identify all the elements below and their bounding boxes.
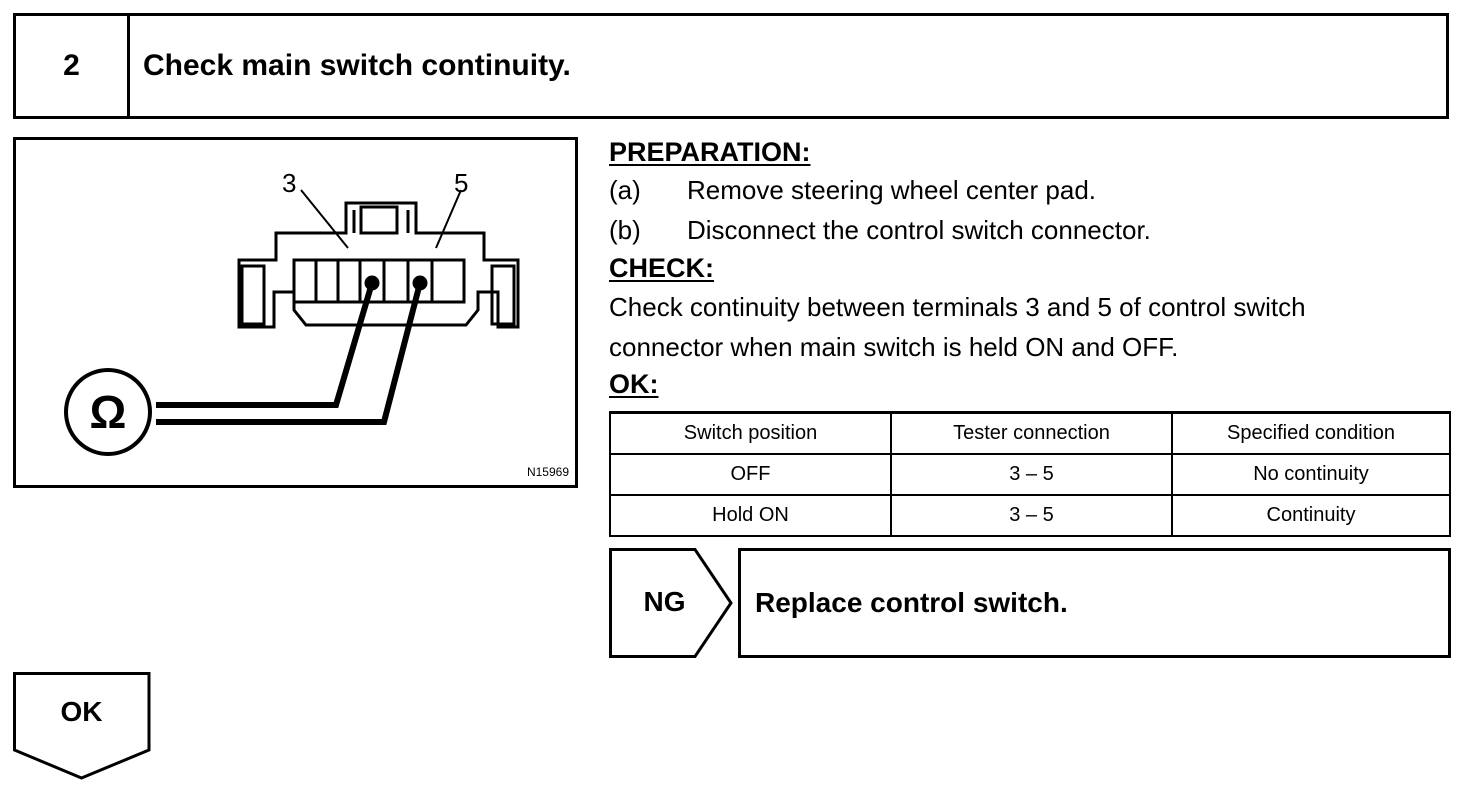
ohmmeter-icon: Ω <box>89 386 127 438</box>
connector-illustration: 3 5 Ω N15969 <box>13 137 578 488</box>
table-cell: OFF <box>609 453 892 496</box>
table-row: Hold ON 3 – 5 Continuity <box>609 494 1451 537</box>
table-header-row: Switch position Tester connection Specif… <box>609 411 1451 455</box>
check-line-1: Check continuity between terminals 3 and… <box>609 292 1306 322</box>
ok-arrow-down-icon <box>13 672 151 780</box>
ok-label: OK <box>60 696 103 727</box>
step-letter: (b) <box>609 215 641 245</box>
table-cell: Continuity <box>1171 494 1451 537</box>
step-text: Remove steering wheel center pad. <box>687 175 1097 205</box>
table-cell: Hold ON <box>609 494 892 537</box>
check-heading: CHECK: <box>609 253 714 283</box>
step-header: 2 Check main switch continuity. <box>13 13 1449 119</box>
column-header: Tester connection <box>890 411 1173 455</box>
table-cell: 3 – 5 <box>890 494 1173 537</box>
ng-action-box: Replace control switch. <box>738 548 1451 658</box>
figure-code: N15969 <box>526 465 569 479</box>
preparation-step-a: (a) Remove steering wheel center pad. <box>609 170 1469 210</box>
step-text: Disconnect the control switch connector. <box>687 215 1151 245</box>
table-row: OFF 3 – 5 No continuity <box>609 453 1451 496</box>
column-header: Specified condition <box>1171 411 1451 455</box>
preparation-heading: PREPARATION: <box>609 137 811 167</box>
step-number: 2 <box>16 16 130 116</box>
ng-label: NG <box>643 586 686 617</box>
ng-arrow-icon <box>609 548 733 658</box>
ng-action-text: Replace control switch. <box>755 587 1068 618</box>
preparation-step-b: (b) Disconnect the control switch connect… <box>609 210 1469 250</box>
ok-heading: OK: <box>609 369 659 399</box>
connector-diagram <box>64 189 520 456</box>
step-letter: (a) <box>609 175 641 205</box>
step-title: Check main switch continuity. <box>143 49 571 82</box>
spec-table: Switch position Tester connection Specif… <box>609 411 1451 537</box>
table-cell: No continuity <box>1171 453 1451 496</box>
terminal-label-5: 5 <box>454 168 469 198</box>
column-header: Switch position <box>609 411 892 455</box>
table-cell: 3 – 5 <box>890 453 1173 496</box>
check-line-2: connector when main switch is held ON an… <box>609 332 1179 362</box>
terminal-label-3: 3 <box>282 168 297 198</box>
